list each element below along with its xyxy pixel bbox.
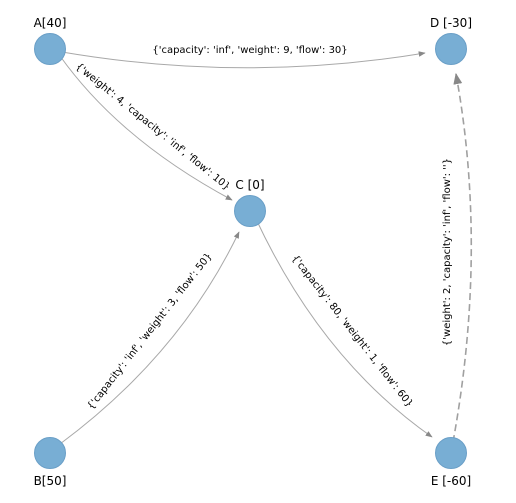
edge-a-c-line [59, 55, 233, 201]
edge-a-c-label: {'weight': 4, 'capacity': 'inf', 'flow':… [73, 61, 232, 192]
node-d-label: D [-30] [430, 16, 472, 30]
edge-b-c: {'capacity': 'inf', 'weight': 3, 'flow':… [59, 231, 240, 445]
edge-a-d-label: {'capacity': 'inf', 'weight': 9, 'flow':… [152, 45, 347, 56]
edges: {'capacity': 'inf', 'weight': 9, 'flow':… [59, 45, 473, 445]
node-b-circle[interactable] [34, 437, 66, 469]
node-c[interactable]: C [0] [234, 178, 266, 227]
node-d-circle[interactable] [435, 33, 467, 65]
edge-a-c: {'weight': 4, 'capacity': 'inf', 'flow':… [59, 55, 233, 201]
node-a-label: A[40] [34, 16, 67, 30]
node-c-label: C [0] [235, 178, 264, 192]
node-b[interactable]: B[50] [34, 437, 67, 489]
edge-c-e-line [255, 218, 433, 438]
edge-a-d-line [61, 51, 426, 69]
edge-c-e: {'capacity': 80, 'weight': 1, 'flow': 60… [255, 218, 433, 438]
node-a-circle[interactable] [34, 33, 66, 65]
edge-c-e-label: {'capacity': 80, 'weight': 1, 'flow': 60… [289, 253, 415, 409]
node-c-circle[interactable] [234, 195, 266, 227]
edge-e-d-label: {'weight': 2, 'capacity': 'inf', 'flow':… [442, 158, 453, 346]
edge-a-d: {'capacity': 'inf', 'weight': 9, 'flow':… [61, 45, 426, 69]
nodes: A[40] D [-30] C [0] B[50] E [-60] [34, 16, 472, 488]
edge-e-d-line [452, 72, 473, 443]
node-b-label: B[50] [34, 474, 67, 488]
node-e-circle[interactable] [435, 437, 467, 469]
edge-b-c-label: {'capacity': 'inf', 'weight': 3, 'flow':… [86, 251, 215, 412]
node-d[interactable]: D [-30] [430, 16, 472, 65]
node-a[interactable]: A[40] [34, 16, 67, 65]
edge-e-d: {'weight': 2, 'capacity': 'inf', 'flow':… [442, 72, 473, 443]
node-e[interactable]: E [-60] [431, 437, 471, 489]
node-e-label: E [-60] [431, 474, 471, 488]
edge-b-c-line [59, 231, 240, 445]
